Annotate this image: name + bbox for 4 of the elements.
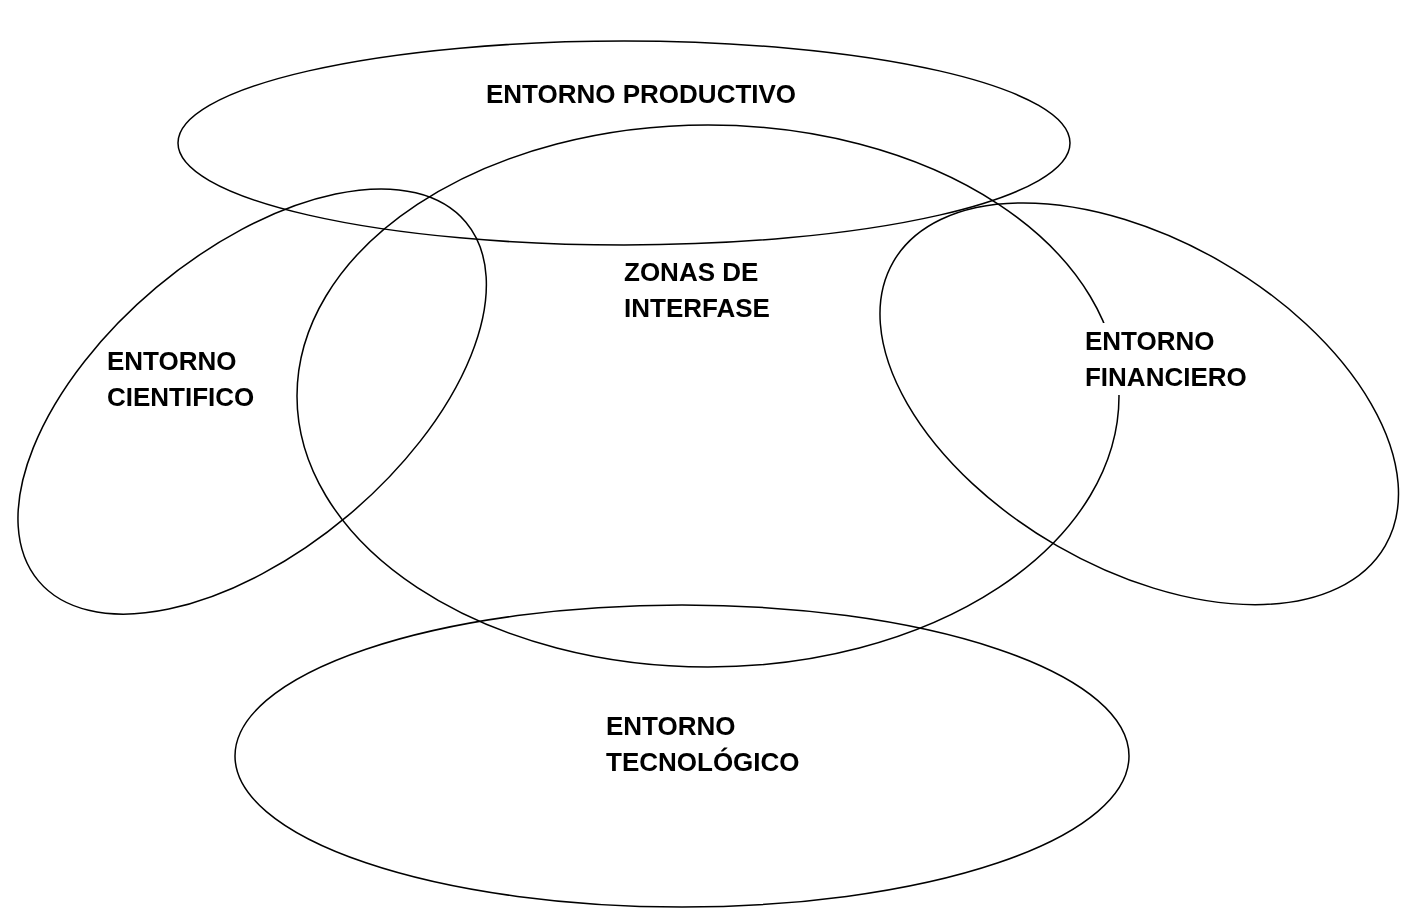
ellipse-region [234, 604, 1130, 908]
ellipse-region [177, 40, 1071, 246]
ellipse-region [16, 188, 488, 616]
ellipse-region [878, 202, 1400, 606]
